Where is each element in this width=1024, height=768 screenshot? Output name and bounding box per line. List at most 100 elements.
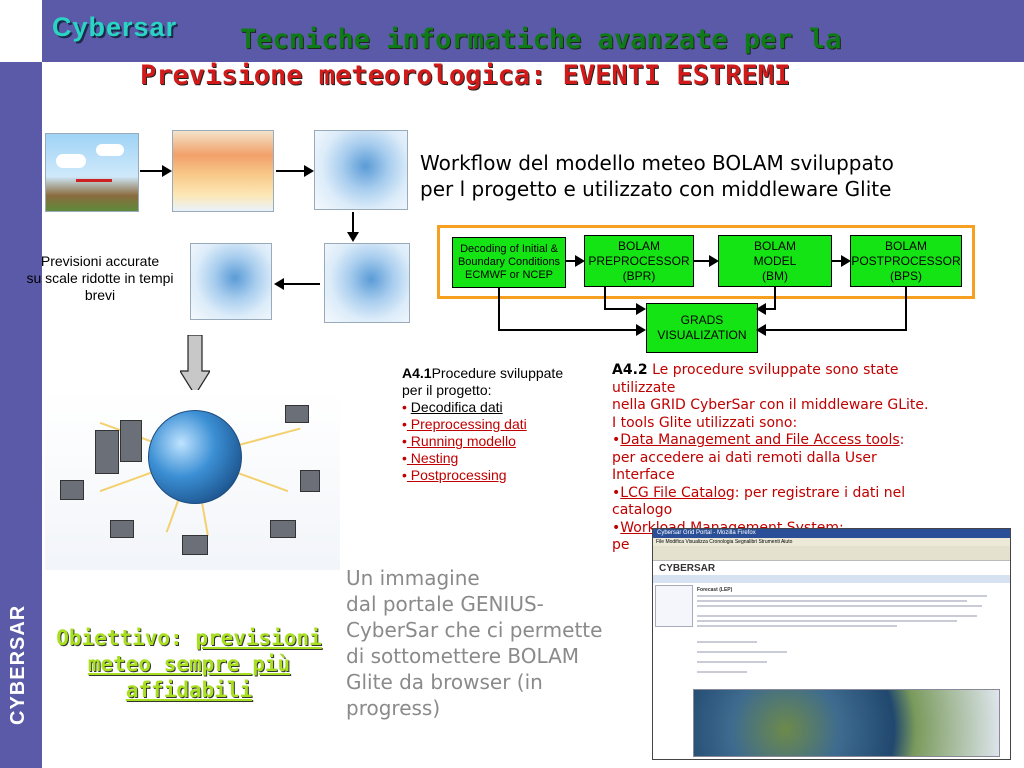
box-line: POSTPROCESSOR [851, 253, 961, 268]
portal-nav-bar [653, 575, 1010, 583]
text-line [697, 615, 977, 617]
connector-arrow [604, 303, 646, 315]
workflow-description-line: per l progetto e utilizzato con middlewa… [420, 177, 892, 201]
postprocessor-box: BOLAM POSTPROCESSOR (BPS) [850, 235, 962, 287]
goal-link[interactable]: meteo sempre più [87, 652, 291, 676]
a42-text: pe [612, 537, 630, 553]
box-line: (BM) [762, 268, 788, 283]
laptop-icon [110, 520, 134, 538]
arrow-mark [76, 179, 112, 182]
a42-text: nella GRID CyberSar con il middleware GL… [612, 397, 929, 413]
a41-item: • Decodifica dati [402, 399, 503, 415]
a41-item-link[interactable]: Decodifica dati [410, 399, 503, 415]
a41-subtitle: per il progetto: [402, 382, 492, 398]
sidebar [0, 62, 42, 768]
workflow-description: Workflow del modello meteo BOLAM svilupp… [420, 150, 1000, 202]
box-line: BOLAM [617, 238, 660, 253]
portal-text-block [697, 595, 997, 676]
connector-arrow [565, 255, 585, 267]
caption-line: su scale ridotte in tempi [26, 270, 174, 286]
box-line: ECMWF or NCEP [465, 269, 553, 281]
a41-item: • Preprocessing dati [402, 416, 527, 432]
a41-item-link[interactable]: Nesting [406, 450, 459, 466]
portal-logo: CYBERSAR [659, 563, 716, 574]
server-icon [95, 430, 119, 474]
a41-title: Procedure sviluppate [431, 365, 564, 381]
cloud-shape [96, 144, 124, 156]
nested-map-image [324, 243, 410, 323]
goal-link[interactable]: previsioni [195, 626, 322, 650]
caption-line: dal portale GENIUS- [346, 592, 544, 616]
cybersar-logo: Cybersar [52, 12, 178, 42]
box-line: (BPS) [889, 268, 922, 283]
box-line: Boundary Conditions [457, 256, 561, 268]
box-line: MODEL [753, 253, 797, 268]
box-line: Decoding of Initial & [460, 243, 558, 255]
monitor-icon [60, 480, 84, 500]
a42-tool-link[interactable]: LCG File Catalog [620, 484, 735, 501]
arrow-left [274, 278, 320, 290]
a42-text: Le procedure sviluppate sono state [647, 362, 899, 378]
goal-link[interactable]: affidabili [125, 678, 253, 702]
laptop-icon [182, 535, 208, 555]
a42-tool-link[interactable]: Data Management and File Access tools [620, 432, 900, 448]
caption-line: di sottomettere BOLAM [346, 644, 580, 668]
caption-line: Glite da browser (in [346, 670, 543, 694]
a41-item-link[interactable]: Preprocessing dati [406, 416, 527, 432]
a42-text: utilizzate [612, 379, 676, 396]
portal-toolbar [653, 546, 1010, 561]
box-line: BOLAM [753, 238, 796, 253]
box-line: BOLAM [884, 238, 927, 253]
text-line [697, 595, 987, 597]
title-line-1: Tecniche informatiche avanzate per la [240, 24, 842, 55]
connector-arrow [756, 324, 907, 336]
precipitation-map-image [314, 130, 408, 210]
goal-statement: Obiettivo: previsioni meteo sempre più a… [44, 625, 334, 703]
connector-line [905, 286, 907, 329]
accurate-forecast-caption: Previsioni accurate su scale ridotte in … [0, 253, 200, 304]
cloud-shape [56, 154, 86, 168]
weather-illustration-image [45, 133, 139, 212]
connector-line [498, 287, 500, 330]
portal-menu-bar: File Modifica Visualizza Cronologia Segn… [653, 538, 1010, 546]
arrow-right [276, 165, 314, 177]
workflow-frame [437, 225, 975, 299]
caption-line: CyberSar che ci permette [346, 618, 603, 642]
title-line-2: Previsione meteorologica: EVENTI ESTREMI [140, 60, 791, 91]
text-line [697, 671, 747, 673]
temperature-map-image [172, 130, 274, 212]
portal-window-title: Cybersar Grid Portal - Mozilla Firefox [653, 529, 1010, 538]
globe-icon [148, 410, 242, 504]
a41-item: • Nesting [402, 450, 459, 466]
a41-item-link[interactable]: Running modello [406, 433, 516, 449]
a41-item: • Running modello [402, 433, 516, 449]
connector-arrow [498, 324, 646, 336]
caption-line: Un immagine [346, 566, 480, 590]
sidebar-label: CYBERSAR [7, 604, 29, 725]
a41-item: • Postprocessing [402, 467, 507, 483]
model-box: BOLAM MODEL (BM) [718, 235, 832, 287]
a41-item-link[interactable]: Postprocessing [406, 467, 507, 483]
box-line: GRADS [680, 313, 724, 327]
header-bar [0, 0, 1024, 62]
connector-arrow [693, 255, 719, 267]
arrow-down [347, 212, 359, 242]
a42-text: : [899, 432, 905, 448]
a42-text: I tools Glite utilizzati sono: [612, 414, 798, 431]
text-line [697, 600, 967, 602]
a41-code: A4.1 [402, 365, 432, 381]
portal-map-image [693, 689, 1000, 757]
preprocessor-box: BOLAM PREPROCESSOR (BPR) [584, 235, 694, 287]
a42-text: catalogo [612, 502, 673, 518]
text-line [697, 641, 757, 643]
box-line: VISUALIZATION [657, 328, 747, 342]
portal-image-caption: Un immagine dal portale GENIUS- CyberSar… [346, 565, 666, 721]
grads-visualization-box: GRADS VISUALIZATION [646, 303, 758, 353]
caption-line: brevi [84, 287, 116, 303]
portal-section-title: Forecast (LEP) [697, 587, 733, 593]
portal-left-panel [655, 585, 693, 627]
workflow-description-line: Workflow del modello meteo BOLAM svilupp… [420, 151, 894, 175]
genius-portal-screenshot: Cybersar Grid Portal - Mozilla Firefox F… [652, 528, 1011, 760]
goal-label: Obiettivo: [56, 626, 196, 650]
box-line: (BPR) [622, 268, 656, 283]
